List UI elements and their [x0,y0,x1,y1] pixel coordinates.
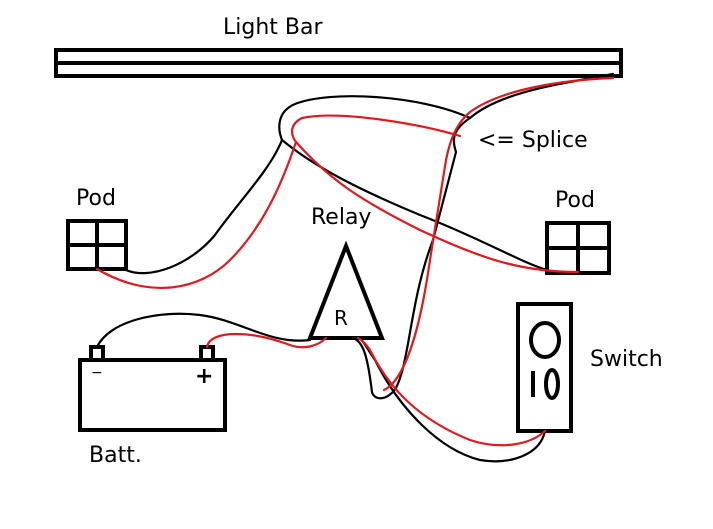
switch-label: Switch [590,347,663,372]
wire-black-bar-to-pods [278,95,549,272]
pod-right-label: Pod [555,188,595,213]
wire-black-battery-to-relay [95,312,312,349]
light-bar-label: Light Bar [223,15,323,40]
light-bar [54,48,623,78]
switch-body [516,302,573,433]
battery-label: Batt. [89,443,142,468]
switch-knob [529,321,561,359]
wire-black-loop-to-left-pod [124,138,284,275]
wire-black-switch-to-relay [358,336,547,463]
black-wires [95,72,615,463]
relay-triangle [307,240,385,340]
wire-black-splice-to-right-pod [350,72,615,400]
splice-label: <= Splice [478,128,588,153]
battery-negative-mark: − [91,365,103,381]
battery-positive-mark: + [195,364,214,389]
red-wires [95,76,615,447]
pod-left-label: Pod [76,186,116,211]
wire-red-to-left-pod [95,140,298,289]
relay-label: Relay [311,205,372,230]
pod-right [545,221,611,275]
wire-red-battery-to-relay [205,332,328,349]
relay-mark: R [334,306,348,330]
wire-red-switch-to-relay [356,336,547,447]
wire-red-bar-loop [290,114,580,274]
switch-toggle-right [544,368,560,400]
pod-left [66,219,128,271]
wire-red-splice-to-bar [382,76,615,392]
